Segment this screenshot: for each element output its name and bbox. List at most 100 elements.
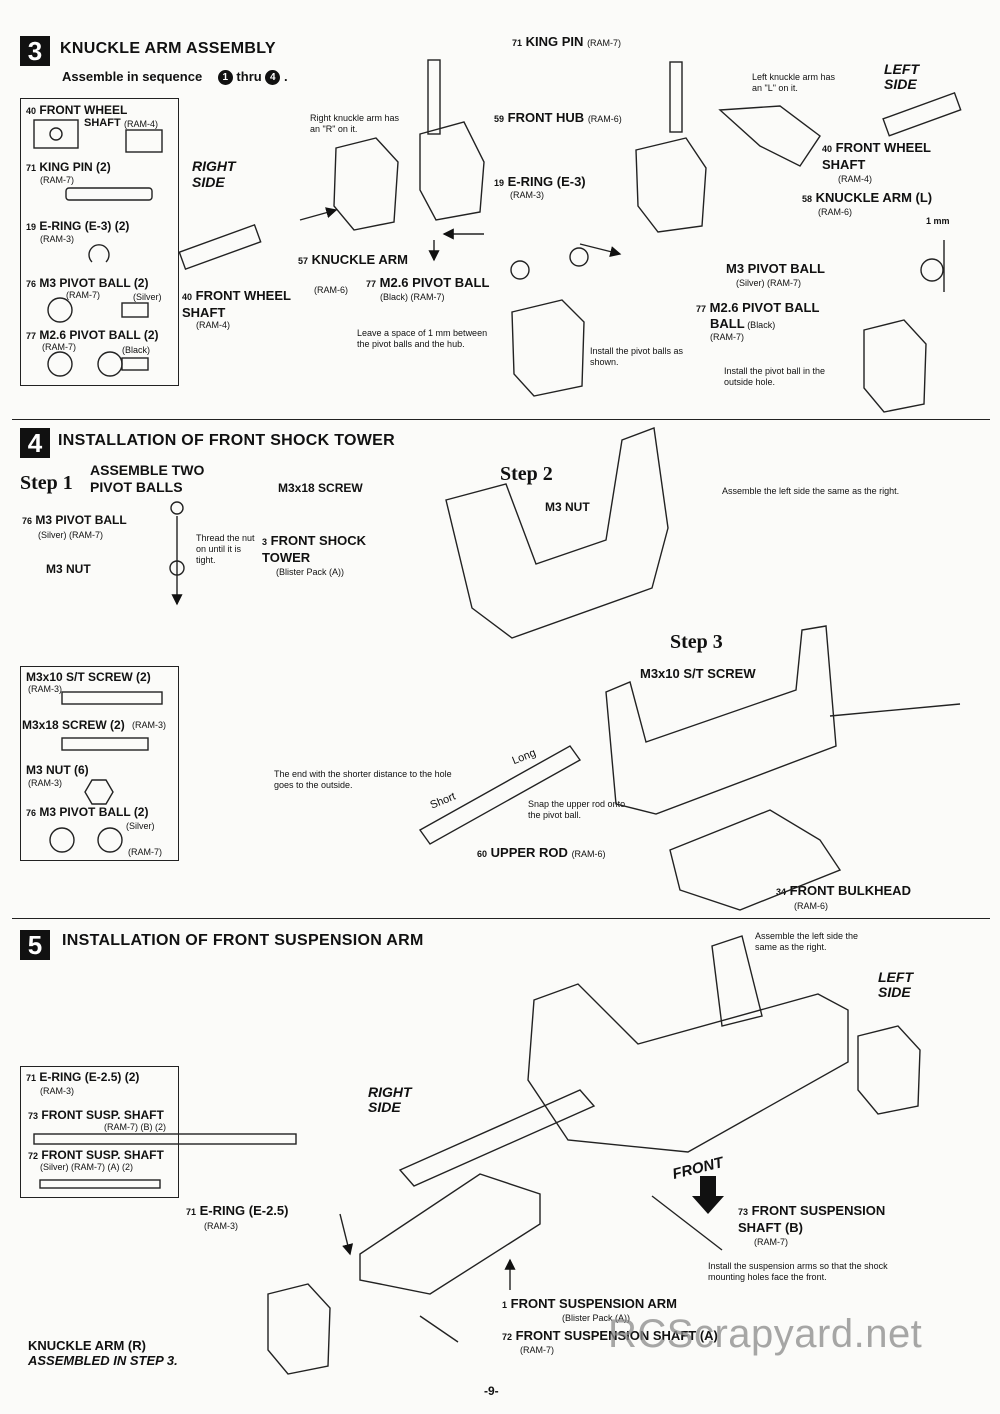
m3nut2-label: M3 NUT xyxy=(545,500,590,514)
hub-detail-art xyxy=(511,299,585,397)
part-fws-shaft: SHAFT xyxy=(84,117,121,129)
fws-ram: (RAM-4) xyxy=(196,320,230,330)
seq-end-marker: 4 xyxy=(265,70,281,86)
knuckle-arm-label: 57 KNUCKLE ARM xyxy=(298,252,408,267)
m26-ball-icon xyxy=(47,351,73,377)
front-hub-art xyxy=(419,121,485,221)
s4-m3ball-sub: (Silver) (RAM-7) xyxy=(38,530,103,540)
section-number: 4 xyxy=(20,428,50,458)
parts-box-s4 xyxy=(20,666,179,861)
m26-ball-r-ram: (RAM-7) xyxy=(710,332,744,342)
part-ering25: 71 E-RING (E-2.5) (2) xyxy=(26,1070,140,1084)
m26-ball-art xyxy=(510,260,530,280)
part-m26-black: (Black) xyxy=(122,345,151,355)
part-m3nut-ram: (RAM-3) xyxy=(28,778,62,788)
m3-ball-icon xyxy=(47,297,73,323)
upper-rod-label: 60 UPPER ROD (RAM-6) xyxy=(477,845,606,860)
king-pin-l-art xyxy=(669,61,683,133)
hub-l-detail-art xyxy=(863,319,927,413)
knuckle-r-s5-art xyxy=(267,1283,331,1375)
m3x10-label: M3x10 S/T SCREW xyxy=(640,666,756,681)
upper-rod-art xyxy=(418,745,582,845)
m3x18-screw-icon xyxy=(61,737,149,751)
m26-ball2-art xyxy=(569,247,589,267)
s5-left-side: LEFT SIDE xyxy=(878,969,913,1000)
shaft-a-ram: (RAM-7) xyxy=(520,1345,554,1355)
shaft-b-art xyxy=(651,1195,723,1251)
knuckle-l-s5-art xyxy=(857,1025,921,1115)
front-bulkhead-art xyxy=(669,809,842,911)
note-install: Install the pivot balls as shown. xyxy=(590,346,684,367)
right-side-label: RIGHT SIDE xyxy=(192,158,236,190)
s4-m3nut-label: M3 NUT xyxy=(46,562,91,576)
part-m3x10: M3x10 S/T SCREW (2) xyxy=(26,670,151,684)
part-m3nut: M3 NUT (6) xyxy=(26,763,89,777)
shaft-b-label: 73 FRONT SUSPENSION SHAFT (B) xyxy=(738,1203,886,1235)
snap-note: Snap the upper rod onto the pivot ball. xyxy=(528,799,626,820)
s5-right-side: RIGHT SIDE xyxy=(368,1084,412,1115)
part-er-label: 19 E-RING (E-3) (2) xyxy=(26,219,130,233)
m3-ball-label: M3 PIVOT BALL xyxy=(726,261,825,276)
part-m3x18-ram: (RAM-3) xyxy=(132,720,166,730)
ball-gap-art xyxy=(920,258,944,282)
s4-pivot-ball-art xyxy=(170,501,184,515)
part-m3ball-ram: (RAM-7) xyxy=(128,847,162,857)
knuckle-r-label: KNUCKLE ARM (R) xyxy=(28,1338,146,1353)
ering-label: 19 E-RING (E-3) xyxy=(494,174,586,189)
step1-desc: ASSEMBLE TWO PIVOT BALLS xyxy=(90,462,205,495)
shock-tower-s5-art xyxy=(711,935,763,1027)
king-pin-art xyxy=(427,59,441,135)
front-arrow-icon xyxy=(692,1176,724,1214)
part-kp-ram: (RAM-7) xyxy=(40,175,74,185)
m26-ball-label: 77 M2.6 PIVOT BALL xyxy=(366,275,490,290)
fws-hole-icon xyxy=(49,127,63,141)
shock-tower-art xyxy=(445,427,669,639)
m3-nut-icon xyxy=(84,779,114,805)
part-kp-label: 71 KING PIN (2) xyxy=(26,160,111,174)
m26-ball2-icon xyxy=(97,351,123,377)
knuckle-arm-art xyxy=(333,137,399,231)
watermark: RCScrapyard.net xyxy=(608,1312,923,1356)
front-hub-l-art xyxy=(635,137,707,233)
thread-note: Thread the nut on until it is tight. xyxy=(196,533,255,565)
fws-label: 40 FRONT WHEEL SHAFT xyxy=(182,288,291,320)
parts-box-s3 xyxy=(20,98,179,386)
bulkhead-label: 34 FRONT BULKHEAD xyxy=(776,883,911,898)
part-m3x18: M3x18 SCREW (2) xyxy=(22,718,125,732)
front-tower-label: 3 FRONT SHOCK TOWER xyxy=(262,533,366,565)
susp-arm-art xyxy=(359,1173,541,1295)
m3-ball-stud-icon xyxy=(121,302,149,318)
king-pin-icon xyxy=(65,187,153,201)
left-side-label: LEFT SIDE xyxy=(884,61,919,92)
page-number: -9- xyxy=(484,1384,499,1398)
part-m26-label: 77 M2.6 PIVOT BALL (2) xyxy=(26,328,159,342)
m3-ball-sub: (Silver) (RAM-7) xyxy=(736,278,801,288)
part-m26-ram: (RAM-7) xyxy=(42,342,76,352)
knuckle-l-art xyxy=(718,105,821,167)
part-er-ram: (RAM-3) xyxy=(40,234,74,244)
fws-r-ram: (RAM-4) xyxy=(838,174,872,184)
susp-arm-sub: (Blister Pack (A)) xyxy=(562,1313,631,1323)
mm-label: 1 mm xyxy=(926,216,950,226)
shaft-a-label: 72 FRONT SUSPENSION SHAFT (A) xyxy=(502,1328,718,1343)
s4-m3ball-label: 76 M3 PIVOT BALL xyxy=(22,513,127,527)
s5-assemble-left: Assemble the left side the same as the r… xyxy=(755,931,859,952)
front-susp-shaft-b-icon xyxy=(33,1133,297,1145)
part-m3ball-silver: (Silver) xyxy=(126,821,155,831)
m3x18-label: M3x18 SCREW xyxy=(278,481,363,495)
ering-ram: (RAM-3) xyxy=(510,190,544,200)
note-space: Leave a space of 1 mm between the pivot … xyxy=(357,328,488,349)
m3x10-screw-icon xyxy=(61,691,163,705)
ering-icon xyxy=(88,244,110,263)
section-title: INSTALLATION OF FRONT SHOCK TOWER xyxy=(58,432,395,449)
fws-shaft-icon xyxy=(125,129,163,153)
chassis-art xyxy=(527,983,849,1153)
assemble-left-note: Assemble the left side the same as the r… xyxy=(722,486,900,496)
note-left-knuckle: Left knuckle arm has an "L" on it. xyxy=(752,72,836,93)
bulkhead-ram: (RAM-6) xyxy=(794,901,828,911)
susp-arm-label: 1 FRONT SUSPENSION ARM xyxy=(502,1296,677,1311)
section-number: 3 xyxy=(20,36,50,66)
part-m3x10-ram: (RAM-3) xyxy=(28,684,62,694)
section-divider xyxy=(12,419,990,420)
